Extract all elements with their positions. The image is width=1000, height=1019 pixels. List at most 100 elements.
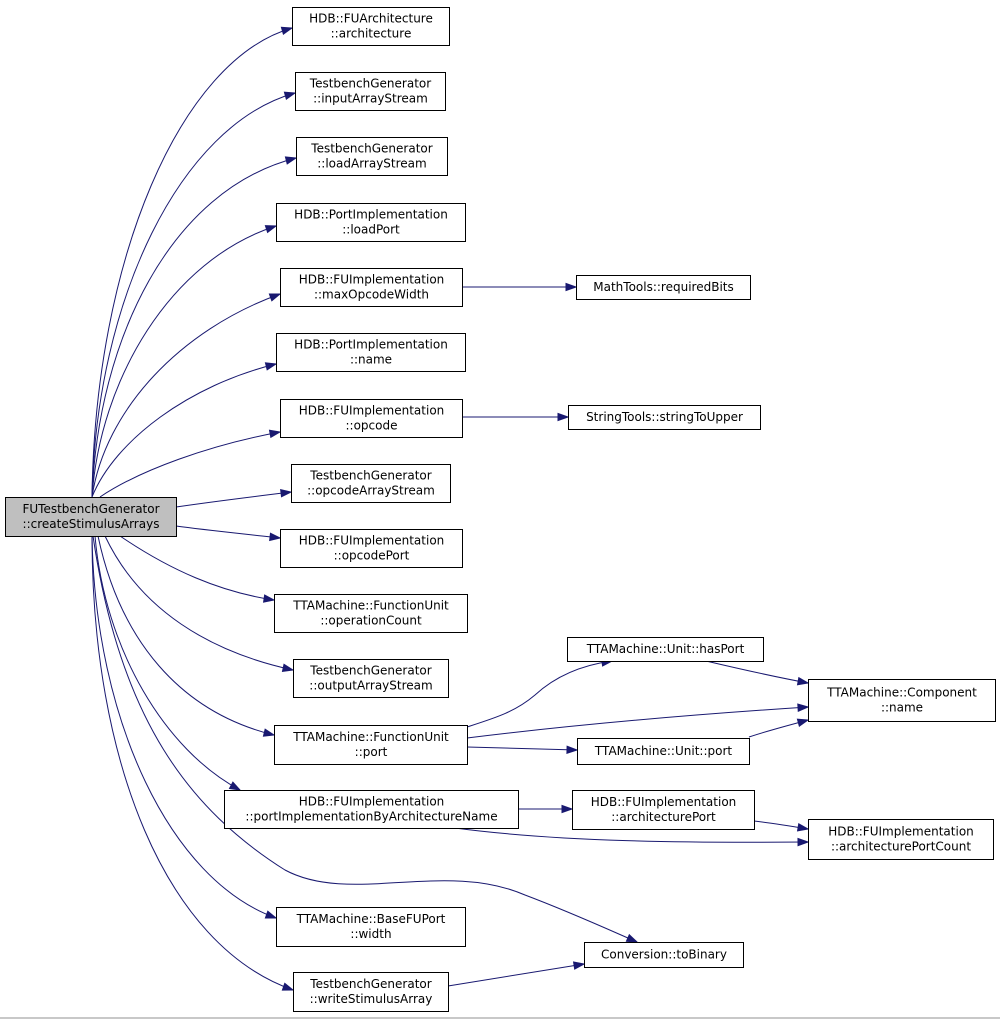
node-stringToUpper[interactable]: StringTools::stringToUpper [568, 405, 761, 430]
node-label-line: TestbenchGenerator [309, 469, 431, 483]
node-label-line: HDB::FUImplementation [591, 795, 737, 809]
node-label-line: ::opcodePort [334, 549, 410, 563]
node-portImplName[interactable]: HDB::PortImplementation::name [276, 333, 466, 372]
node-label-line: ::inputArrayStream [313, 92, 428, 106]
node-writeStimulusArray[interactable]: TestbenchGenerator::writeStimulusArray [293, 972, 449, 1012]
node-hasPort[interactable]: TTAMachine::Unit::hasPort [567, 637, 764, 662]
edge-line [705, 660, 809, 684]
node-portImplByArch[interactable]: HDB::FUImplementation::portImplementatio… [224, 790, 519, 829]
call-edge-root-to-toBinary [92, 535, 639, 943]
node-opcode[interactable]: HDB::FUImplementation::opcode [280, 399, 463, 438]
arrowhead [281, 663, 295, 672]
edge-line [104, 535, 294, 671]
node-width[interactable]: TTAMachine::BaseFUPort::width [276, 907, 466, 947]
node-label-line: ::portImplementationByArchitectureName [245, 810, 497, 824]
node-componentName[interactable]: TTAMachine::Component::name [808, 679, 996, 722]
node-label-line: TestbenchGenerator [310, 142, 432, 156]
arrowhead [264, 910, 278, 919]
edge-line [97, 535, 275, 736]
arrowhead [280, 26, 294, 36]
node-loadArrayStream[interactable]: TestbenchGenerator::loadArrayStream [296, 137, 448, 176]
arrowhead [268, 429, 282, 439]
edge-line [99, 431, 281, 498]
node-operationCount[interactable]: TTAMachine::FunctionUnit::operationCount [274, 594, 468, 633]
node-unitPort[interactable]: TTAMachine::Unit::port [577, 738, 750, 765]
arrowhead [572, 961, 586, 970]
call-edge-root-to-writeStimulusArray [91, 535, 295, 991]
node-label-line: HDB::FUImplementation [299, 795, 445, 809]
root-node: FUTestbenchGenerator::createStimulusArra… [5, 497, 177, 537]
edge-line [91, 363, 277, 498]
arrowhead [262, 728, 276, 737]
node-label-line: MathTools::requiredBits [593, 280, 733, 294]
node-inputArrayStream[interactable]: TestbenchGenerator::inputArrayStream [295, 72, 446, 111]
node-box [274, 725, 468, 765]
node-box [567, 637, 764, 662]
node-opcodePort[interactable]: HDB::FUImplementation::opcodePort [280, 529, 463, 568]
call-edge-root-to-portImplByArch [94, 535, 242, 791]
edge-line [119, 535, 275, 601]
bottom-divider [0, 1017, 1000, 1019]
node-box [577, 738, 750, 765]
node-maxOpcodeWidth[interactable]: HDB::FUImplementation::maxOpcodeWidth [280, 268, 463, 307]
node-box [293, 659, 449, 698]
call-edge-root-to-maxOpcodeWidth [91, 293, 282, 498]
call-edge-architecturePort-to-architecturePortCount [753, 820, 810, 832]
arrowhead [557, 412, 570, 422]
edge-line [94, 535, 241, 791]
edge-line [91, 535, 277, 919]
node-box [224, 790, 519, 829]
edge-line [91, 92, 296, 498]
node-opcodeArrayStream[interactable]: TestbenchGenerator::opcodeArrayStream [291, 464, 451, 503]
node-architecturePortCount[interactable]: HDB::FUImplementation::architecturePortC… [808, 819, 994, 860]
node-label-line: ::operationCount [320, 614, 422, 628]
node-loadPort[interactable]: HDB::PortImplementation::loadPort [276, 203, 466, 242]
node-label-line: TTAMachine::Unit::port [594, 744, 732, 758]
arrowhead [797, 837, 810, 847]
call-edge-root-to-opcodeArrayStream [175, 488, 293, 508]
call-edge-root-to-architecture [91, 26, 294, 498]
node-label-line: ::width [350, 927, 391, 941]
call-edge-root-to-loadArrayStream [91, 156, 298, 498]
edge-line [92, 535, 638, 943]
node-label-line: ::outputArrayStream [309, 679, 432, 693]
node-label-line: HDB::FUImplementation [828, 825, 974, 839]
arrowhead [228, 781, 242, 791]
node-label-line: TestbenchGenerator [309, 664, 431, 678]
node-architecturePort[interactable]: HDB::FUImplementation::architecturePort [572, 790, 755, 830]
node-label-line: ::loadPort [342, 223, 400, 237]
node-box [276, 333, 466, 372]
node-label-line: HDB::PortImplementation [294, 338, 448, 352]
node-box [296, 137, 448, 176]
call-edge-root-to-fuPort [97, 535, 276, 737]
node-label-line: ::createStimulusArrays [23, 517, 160, 531]
arrowhead [566, 745, 579, 755]
node-label-line: ::port [355, 745, 388, 759]
call-edge-root-to-outputArrayStream [104, 535, 295, 672]
node-box [293, 972, 449, 1012]
node-box [584, 942, 744, 968]
node-label-line: ::opcodeArrayStream [307, 484, 435, 498]
edge-line [466, 746, 578, 751]
node-requiredBits[interactable]: MathTools::requiredBits [576, 275, 751, 300]
node-box [274, 594, 468, 633]
node-label-line: TTAMachine::Component [826, 686, 977, 700]
node-label-line: HDB::FUImplementation [299, 273, 445, 287]
edge-line [454, 827, 809, 843]
node-box [280, 399, 463, 438]
call-edge-fuPort-to-unitPort [466, 745, 579, 755]
node-outputArrayStream[interactable]: TestbenchGenerator::outputArrayStream [293, 659, 449, 698]
node-label-line: ::name [350, 353, 392, 367]
call-edge-root-to-portImplName [91, 362, 278, 498]
node-architecture[interactable]: HDB::FUArchitecture::architecture [292, 7, 450, 46]
call-edge-fuPort-to-componentName [466, 703, 810, 739]
node-fuPort[interactable]: TTAMachine::FunctionUnit::port [274, 725, 468, 765]
call-edge-root-to-operationCount [119, 535, 276, 603]
node-label-line: HDB::PortImplementation [294, 208, 448, 222]
node-label-line: TTAMachine::FunctionUnit [292, 599, 449, 613]
node-box [5, 497, 177, 537]
node-toBinary[interactable]: Conversion::toBinary [584, 942, 744, 968]
node-label-line: FUTestbenchGenerator [22, 502, 159, 516]
node-label-line: ::name [881, 701, 923, 715]
